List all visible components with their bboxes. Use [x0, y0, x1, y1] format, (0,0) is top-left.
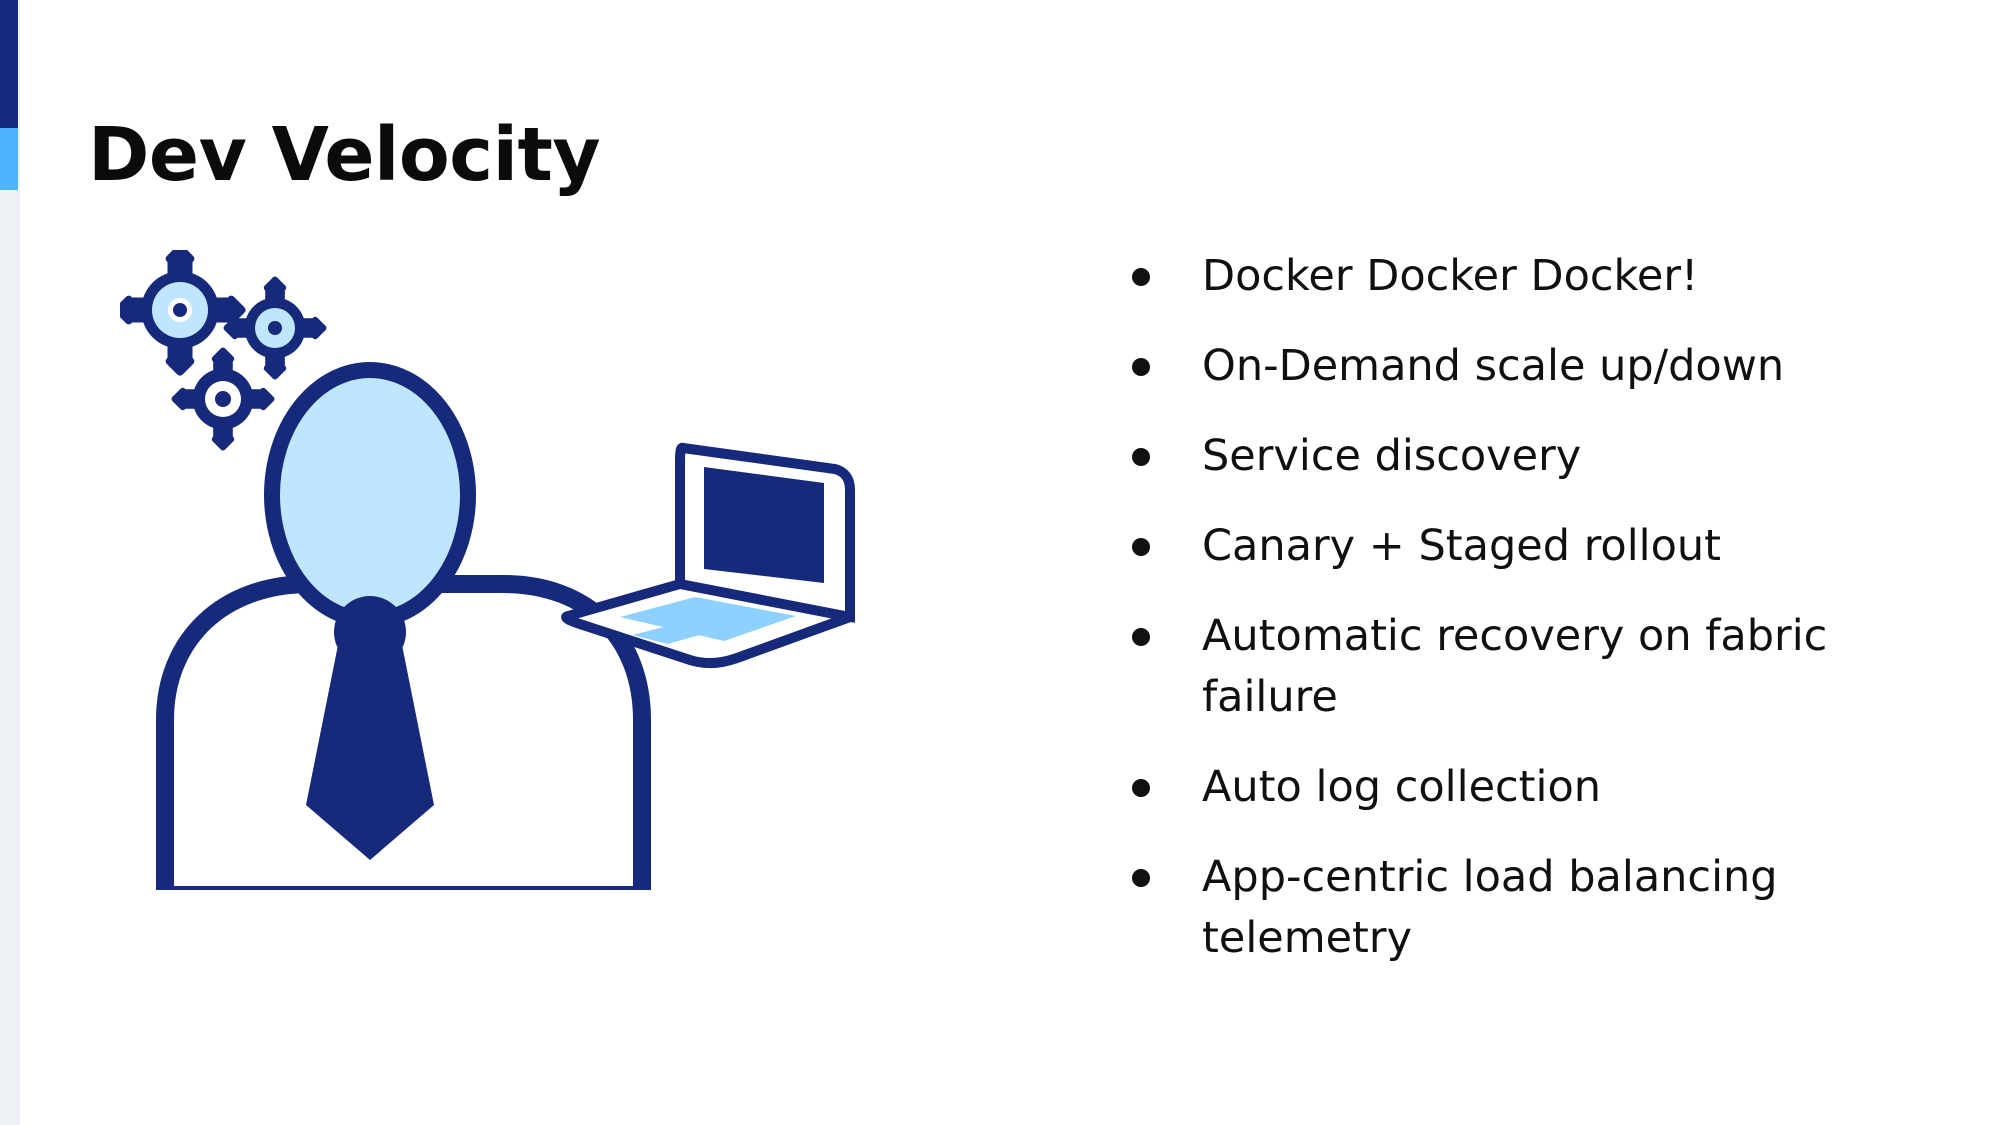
bullet-item-service-discovery: Service discovery — [1120, 426, 1880, 487]
bullet-item-log-collection: Auto log collection — [1120, 757, 1880, 818]
bullet-text: Auto log collection — [1202, 762, 1602, 812]
bullet-text: On-Demand scale up/down — [1202, 341, 1785, 391]
bullet-text: Automatic recovery on fabric failure — [1202, 611, 1828, 722]
bullet-text: App-centric load balancing telemetry — [1202, 852, 1778, 963]
bullet-list: Docker Docker Docker! On-Demand scale up… — [1120, 246, 1880, 969]
left-accent-strip — [0, 0, 20, 1125]
developer-illustration-icon — [112, 242, 855, 904]
bullet-item-canary: Canary + Staged rollout — [1120, 516, 1880, 577]
bullet-dot-icon — [1132, 628, 1150, 646]
bullet-item-scale: On-Demand scale up/down — [1120, 336, 1880, 397]
bullet-text: Service discovery — [1202, 431, 1582, 481]
bullet-item-load-balancing: App-centric load balancing telemetry — [1120, 847, 1880, 969]
laptop-icon — [561, 442, 855, 668]
bullet-dot-icon — [1132, 779, 1150, 797]
developer-illustration — [112, 242, 880, 904]
bullet-text: Docker Docker Docker! — [1202, 251, 1699, 301]
bullet-dot-icon — [1132, 448, 1150, 466]
left-accent-dark-bar — [0, 0, 18, 128]
bullet-dot-icon — [1132, 869, 1150, 887]
gears-icon — [112, 242, 328, 452]
left-accent-light-bar — [0, 128, 18, 190]
bullet-dot-icon — [1132, 358, 1150, 376]
bullet-item-docker: Docker Docker Docker! — [1120, 246, 1880, 307]
bullet-text: Canary + Staged rollout — [1202, 521, 1722, 571]
bullet-dot-icon — [1132, 538, 1150, 556]
person-icon — [156, 362, 651, 904]
bullet-item-recovery: Automatic recovery on fabric failure — [1120, 606, 1880, 728]
bullet-dot-icon — [1132, 268, 1150, 286]
slide-title: Dev Velocity — [88, 112, 601, 198]
